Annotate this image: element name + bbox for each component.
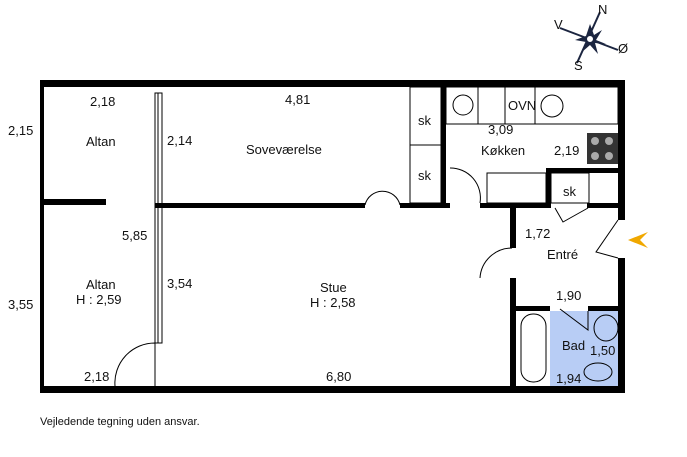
label: 4,81 xyxy=(285,92,310,107)
room-name: Køkken xyxy=(481,143,525,158)
washbasin-icon xyxy=(593,314,619,342)
label: H : 2,58 xyxy=(310,295,356,310)
label: 1,72 xyxy=(525,226,550,241)
counter xyxy=(486,172,547,204)
entry-closet xyxy=(550,172,590,204)
extractor-fan-icon xyxy=(452,94,474,116)
door-kitchen[interactable] xyxy=(449,167,481,204)
door-living[interactable] xyxy=(479,247,513,279)
glass-wall xyxy=(154,92,163,344)
label: 1,90 xyxy=(556,288,581,303)
label: 2,19 xyxy=(554,143,579,158)
door-bedroom[interactable] xyxy=(364,190,401,206)
label: 5,85 xyxy=(122,228,147,243)
label: 3,55 xyxy=(8,297,33,312)
label: 1,94 xyxy=(556,371,581,386)
compass-icon: N V Ø S xyxy=(554,2,628,73)
room-name: Stue xyxy=(320,280,347,295)
closet-label: sk xyxy=(418,168,432,183)
kitchen-counter xyxy=(445,86,619,125)
label: H : 2,59 xyxy=(76,292,122,307)
compass-v: V xyxy=(554,17,563,32)
label: 2,18 xyxy=(90,94,115,109)
compass-s: S xyxy=(574,58,583,73)
door-balcony[interactable] xyxy=(114,342,156,387)
walls xyxy=(40,80,625,393)
label: 1,50 xyxy=(590,343,615,358)
room-name: Soveværelse xyxy=(246,142,322,157)
label: 6,80 xyxy=(326,369,351,384)
label: 2,14 xyxy=(167,133,192,148)
room-name: Bad xyxy=(562,338,585,353)
door-bathroom[interactable] xyxy=(559,308,589,331)
bathtub-icon xyxy=(520,313,547,383)
toilet-icon xyxy=(583,362,613,382)
door-entry-closet[interactable] xyxy=(554,207,589,223)
label: 2,18 xyxy=(84,369,109,384)
room-name: Entré xyxy=(547,247,578,262)
label: 3,09 xyxy=(488,122,513,137)
disclaimer: Vejledende tegning uden ansvar. xyxy=(40,416,200,428)
compass-o: Ø xyxy=(618,41,628,56)
sink-icon xyxy=(540,94,564,118)
closet-label: sk xyxy=(563,184,577,199)
stove-icon xyxy=(587,133,618,164)
front-door[interactable] xyxy=(595,219,619,259)
label: 2,15 xyxy=(8,123,33,138)
label: 3,54 xyxy=(167,276,192,291)
room-name: Altan xyxy=(86,277,116,292)
oven-label: OVN xyxy=(508,98,536,113)
closet-label: sk xyxy=(418,113,432,128)
entrance-arrow-icon xyxy=(628,232,648,248)
compass-n: N xyxy=(598,2,607,17)
room-name: Altan xyxy=(86,134,116,149)
